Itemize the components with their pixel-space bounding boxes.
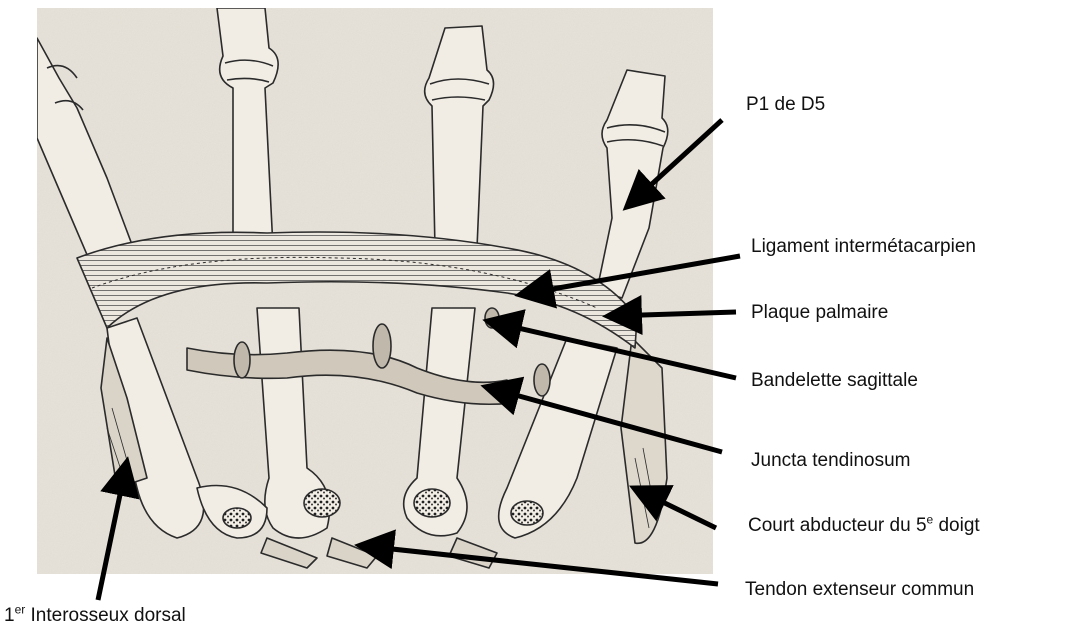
arrow-juncta — [490, 388, 722, 452]
label-ligament-intermetacarpien: Ligament intermétacarpien — [751, 237, 976, 256]
court-prefix: Court abducteur du 5 — [748, 515, 927, 536]
arrow-ligament — [524, 256, 740, 294]
label-plaque-palmaire: Plaque palmaire — [751, 303, 888, 322]
label-juncta-tendinosum: Juncta tendinosum — [751, 451, 911, 470]
label-court-abducteur: Court abducteur du 5e doigt — [748, 516, 980, 535]
arrow-tendon — [364, 546, 718, 584]
interosseux-suffix: Interosseux dorsal — [25, 605, 186, 626]
arrow-bandelette — [492, 322, 736, 378]
court-suffix: doigt — [933, 515, 979, 536]
interosseux-sup: er — [15, 603, 26, 617]
arrow-p1-d5 — [630, 120, 722, 204]
label-p1-d5: P1 de D5 — [746, 95, 825, 114]
arrow-interosseux — [98, 466, 126, 600]
interosseux-prefix: 1 — [4, 605, 15, 626]
label-bandelette-sagittale: Bandelette sagittale — [751, 371, 918, 390]
label-interosseux-dorsal: 1er Interosseux dorsal — [4, 606, 186, 625]
label-tendon-extenseur: Tendon extenseur commun — [745, 580, 974, 599]
arrow-plaque — [612, 312, 736, 316]
arrow-court-abducteur — [638, 490, 716, 528]
